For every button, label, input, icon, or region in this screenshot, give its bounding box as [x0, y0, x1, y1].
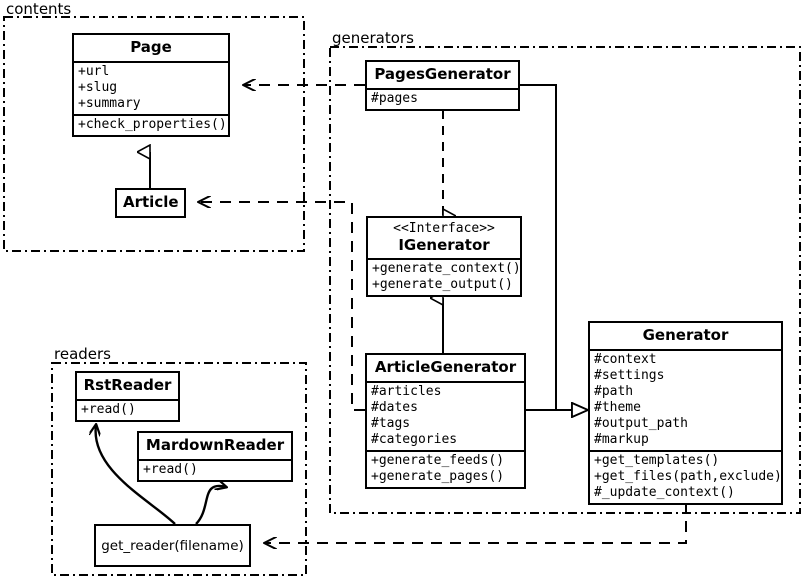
class-attribute: +slug	[78, 79, 118, 95]
class-box-pages-generator[interactable]: PagesGenerator #pages	[365, 60, 520, 111]
class-title-article: Article	[123, 193, 179, 211]
class-box-page[interactable]: Page +url +slug +summary +check_properti…	[72, 33, 230, 137]
class-title-mardown-reader: MardownReader	[145, 436, 285, 454]
package-frame-contents	[3, 16, 305, 252]
class-methods-article-generator: +generate_feeds() +generate_pages()	[367, 449, 524, 487]
class-title-page: Page	[130, 38, 172, 56]
class-method: +check_properties()	[78, 116, 227, 132]
class-methods-igenerator: +generate_context() +generate_output()	[368, 258, 521, 295]
class-attribute: +summary	[78, 95, 141, 111]
class-title-rst-reader: RstReader	[83, 376, 172, 394]
class-title-igenerator: <<Interface>> IGenerator	[368, 218, 520, 258]
class-methods-rst-reader: +read()	[77, 398, 178, 420]
class-method: +generate_pages()	[371, 468, 505, 484]
package-label-generators: generators	[332, 29, 414, 47]
class-method: #_update_context()	[594, 484, 735, 500]
class-attribute: #theme	[594, 399, 641, 415]
dependency-articlegenerator-to-article	[199, 202, 365, 411]
class-method: +generate_feeds()	[371, 452, 505, 468]
class-stereotype-igenerator: <<Interface>>	[393, 221, 495, 236]
dependency-generator-to-get-reader	[265, 502, 687, 543]
creates-get-reader-to-mardownreader	[195, 486, 226, 525]
class-box-rst-reader[interactable]: RstReader +read()	[75, 371, 180, 422]
class-name-igenerator: IGenerator	[398, 235, 490, 254]
class-method: +read()	[143, 461, 198, 477]
class-title-generator: Generator	[642, 326, 729, 344]
package-label-contents: contents	[6, 0, 72, 18]
class-method: +read()	[81, 401, 136, 417]
class-attribute: #path	[594, 383, 634, 399]
class-attribute: +url	[78, 63, 110, 79]
class-attribute: #categories	[371, 431, 458, 447]
function-box-get-reader[interactable]: get_reader(filename)	[94, 524, 251, 567]
class-methods-mardown-reader: +read()	[139, 458, 291, 480]
class-attribute: #settings	[594, 367, 665, 383]
class-attributes-pages-generator: #pages	[367, 87, 518, 109]
class-method: +get_templates()	[594, 452, 720, 468]
class-method: +generate_context()	[372, 261, 521, 277]
class-attribute: #articles	[371, 383, 442, 399]
aggregation-pagesgenerator-to-generator	[520, 84, 588, 410]
class-title-pages-generator: PagesGenerator	[374, 65, 511, 83]
class-title-article-generator: ArticleGenerator	[374, 358, 517, 376]
class-attribute: #context	[594, 351, 657, 367]
class-box-mardown-reader[interactable]: MardownReader +read()	[137, 431, 293, 482]
class-method: +generate_output()	[372, 277, 513, 293]
class-box-article[interactable]: Article	[115, 188, 186, 218]
class-attribute: #dates	[371, 399, 418, 415]
class-attributes-article-generator: #articles #dates #tags #categories	[367, 380, 524, 450]
class-attribute: #output_path	[594, 415, 688, 431]
class-box-igenerator[interactable]: <<Interface>> IGenerator +generate_conte…	[366, 216, 522, 298]
class-box-article-generator[interactable]: ArticleGenerator #articles #dates #tags …	[365, 353, 526, 489]
creates-get-reader-to-rstreader	[96, 425, 176, 525]
class-attribute: #tags	[371, 415, 411, 431]
class-attributes-generator: #context #settings #path #theme #output_…	[590, 348, 781, 450]
class-box-generator[interactable]: Generator #context #settings #path #them…	[588, 321, 783, 505]
package-frame-generators	[329, 46, 801, 514]
class-methods-generator: +get_templates() +get_files(path,exclude…	[590, 449, 782, 503]
class-attribute: #markup	[594, 431, 649, 447]
class-methods-page: +check_properties()	[74, 113, 228, 135]
package-label-readers: readers	[54, 345, 111, 363]
class-attribute: #pages	[371, 90, 418, 106]
function-label-get-reader: get_reader(filename)	[101, 537, 244, 554]
class-attributes-page: +url +slug +summary	[74, 60, 228, 114]
class-method: +get_files(path,exclude)	[594, 468, 782, 484]
